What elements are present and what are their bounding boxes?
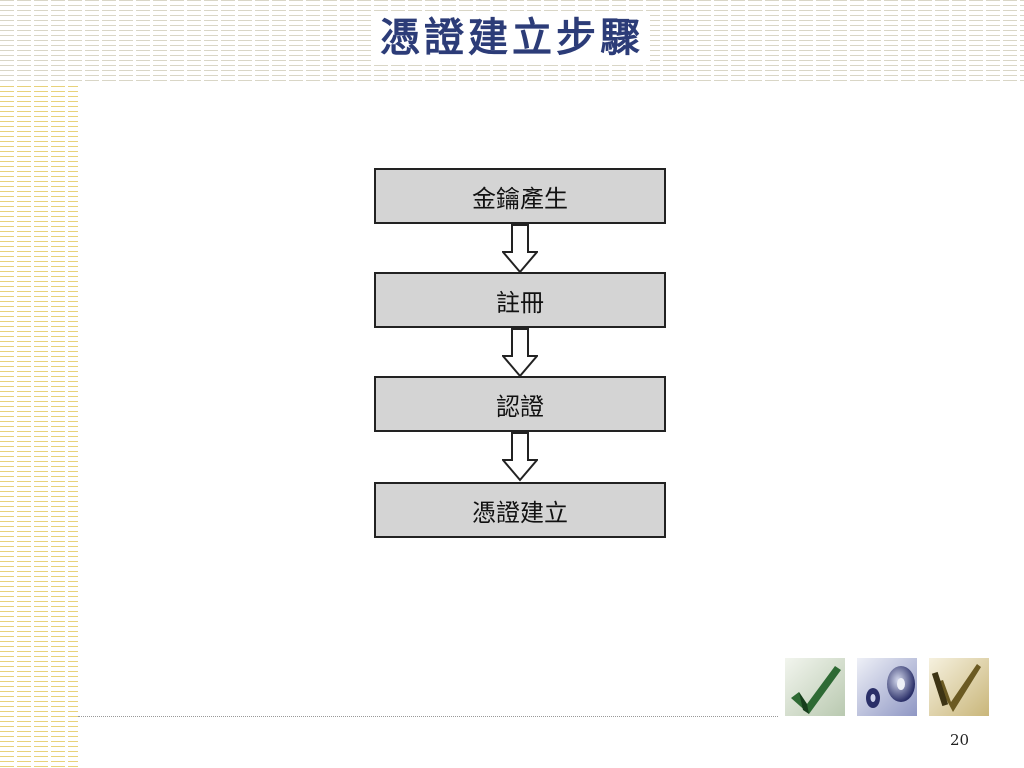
footer-divider (78, 716, 778, 717)
step-key-generation: 金鑰產生 (374, 168, 666, 224)
down-arrow-icon (502, 224, 538, 274)
left-stripe-band (0, 86, 78, 768)
green-checkmark-icon (785, 658, 845, 716)
slide-title-text: 憑證建立步驟 (374, 14, 650, 61)
down-arrow-icon (502, 432, 538, 482)
step-label: 認證 (496, 392, 544, 421)
slide-title: 憑證建立步驟 (0, 14, 1024, 62)
step-label: 金鑰產生 (472, 184, 568, 213)
flowchart: 金鑰產生 註冊 認證 憑證建立 (374, 168, 666, 538)
step-certificate-creation: 憑證建立 (374, 482, 666, 538)
gold-pen-checkmark-icon (929, 658, 989, 716)
step-certification: 認證 (374, 376, 666, 432)
page-number: 20 (950, 731, 970, 749)
step-label: 註冊 (496, 288, 544, 317)
step-label: 憑證建立 (472, 498, 568, 527)
purple-disc-icon (857, 658, 917, 716)
down-arrow-icon (502, 328, 538, 378)
step-registration: 註冊 (374, 272, 666, 328)
